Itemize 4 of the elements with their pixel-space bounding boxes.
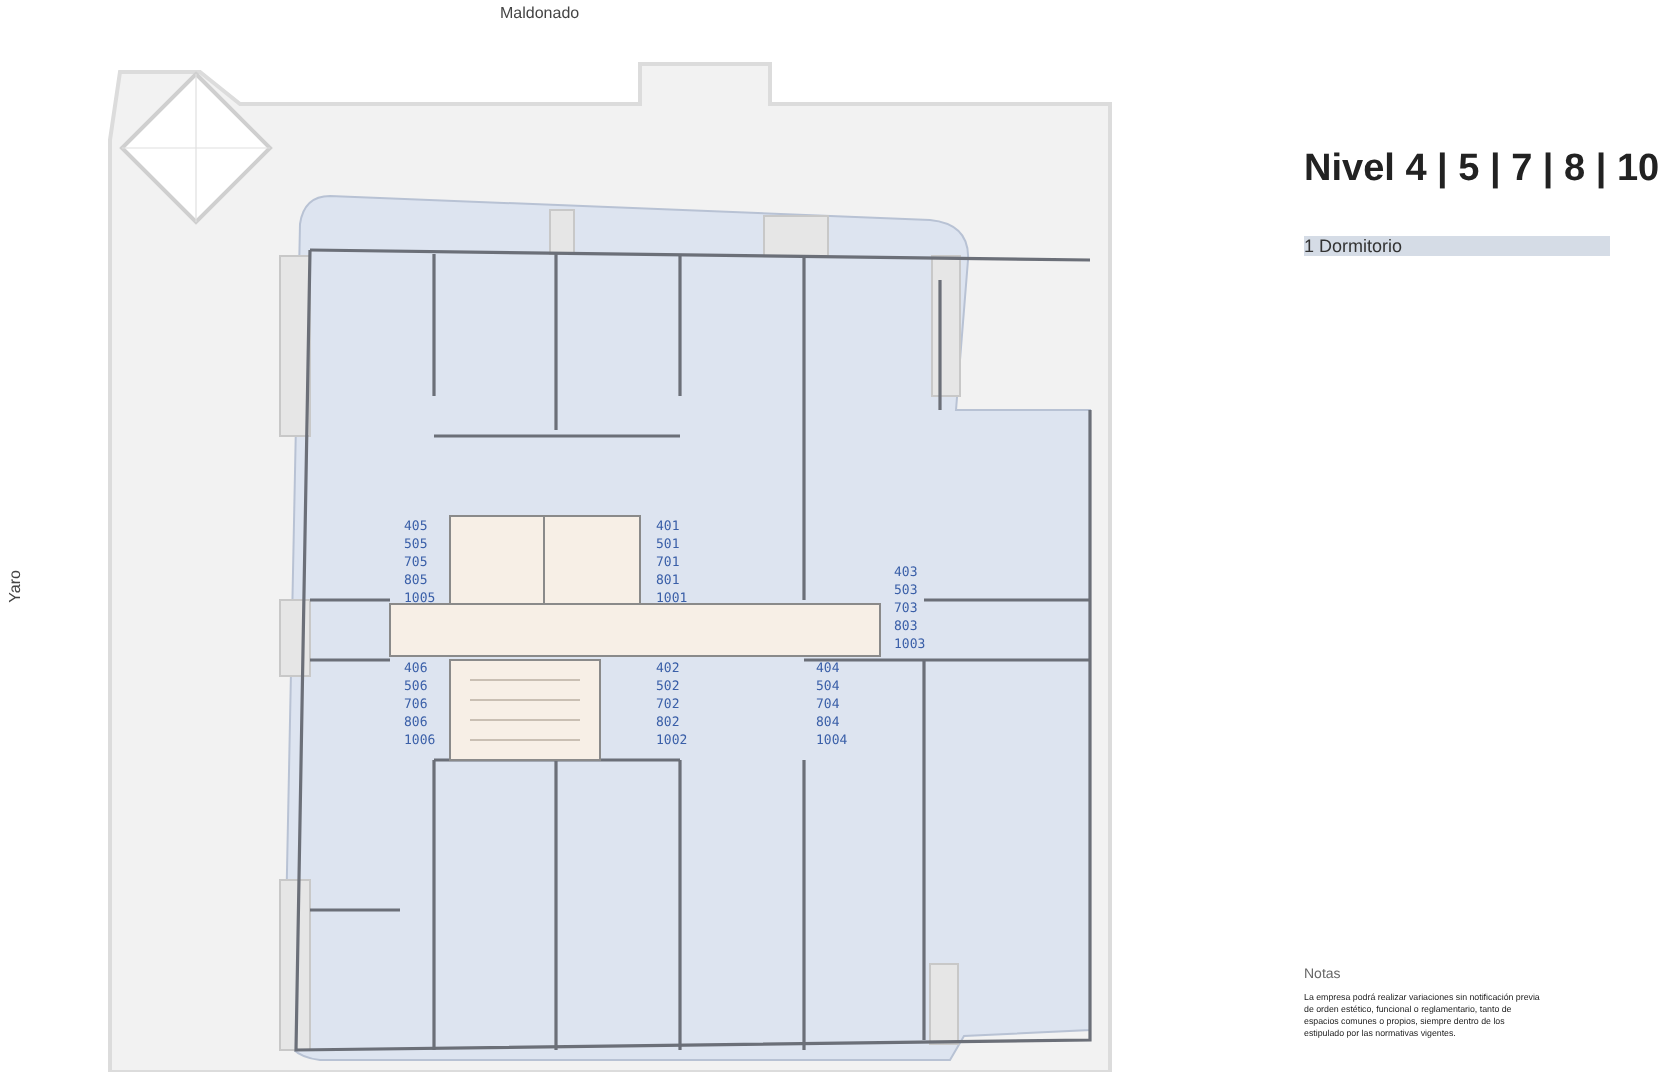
level-heading: Nivel 4 | 5 | 7 | 8 | 10 — [1304, 148, 1660, 192]
street-name: Maldonado — [500, 4, 580, 22]
unit-type-label: 1 Dormitorio — [1304, 236, 1610, 256]
street-name: Yaro — [6, 570, 24, 603]
